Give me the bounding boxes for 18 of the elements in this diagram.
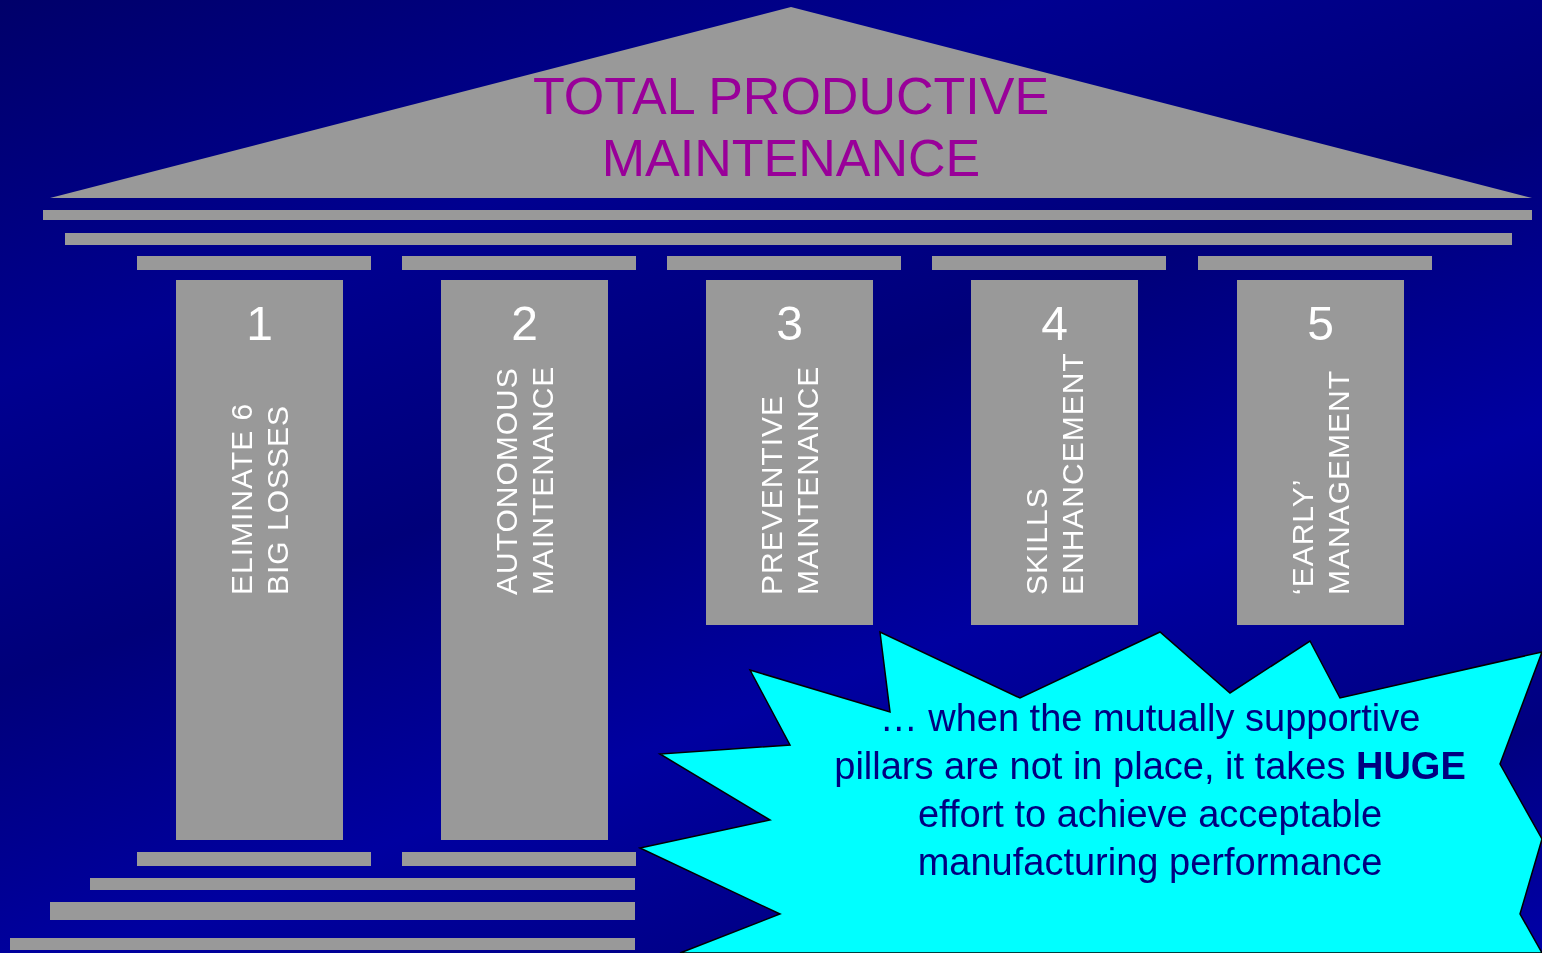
pillar [971,280,1138,625]
pillar [441,280,608,840]
pillar [176,280,343,840]
callout-text: … when the mutually supportive pillars are not in place, it takes HUGE effort to achieve acceptable manufacturing performance [833,696,1467,885]
pillar-number: 5 [1306,298,1335,350]
pillar-label: SKILLS ENHANCEMENT [1018,351,1090,595]
pillar [1237,280,1404,625]
pillar-label: PREVENTIVE MAINTENANCE [753,364,825,595]
heading-text: TOTAL PRODUCTIVE MAINTENANCE [531,66,1051,189]
pillar [706,280,873,625]
pillar-number: 1 [245,298,274,350]
pillar-label: ‘EARLY’ MANAGEMENT [1284,369,1356,595]
pillar-number: 4 [1040,298,1069,350]
pillar-number: 3 [775,298,804,350]
pillar-label: AUTONOMOUS MAINTENANCE [488,364,560,595]
pillar-label: ELIMINATE 6 BIG LOSSES [223,401,295,595]
pillar-number: 2 [510,298,539,350]
pediment [50,7,1532,198]
